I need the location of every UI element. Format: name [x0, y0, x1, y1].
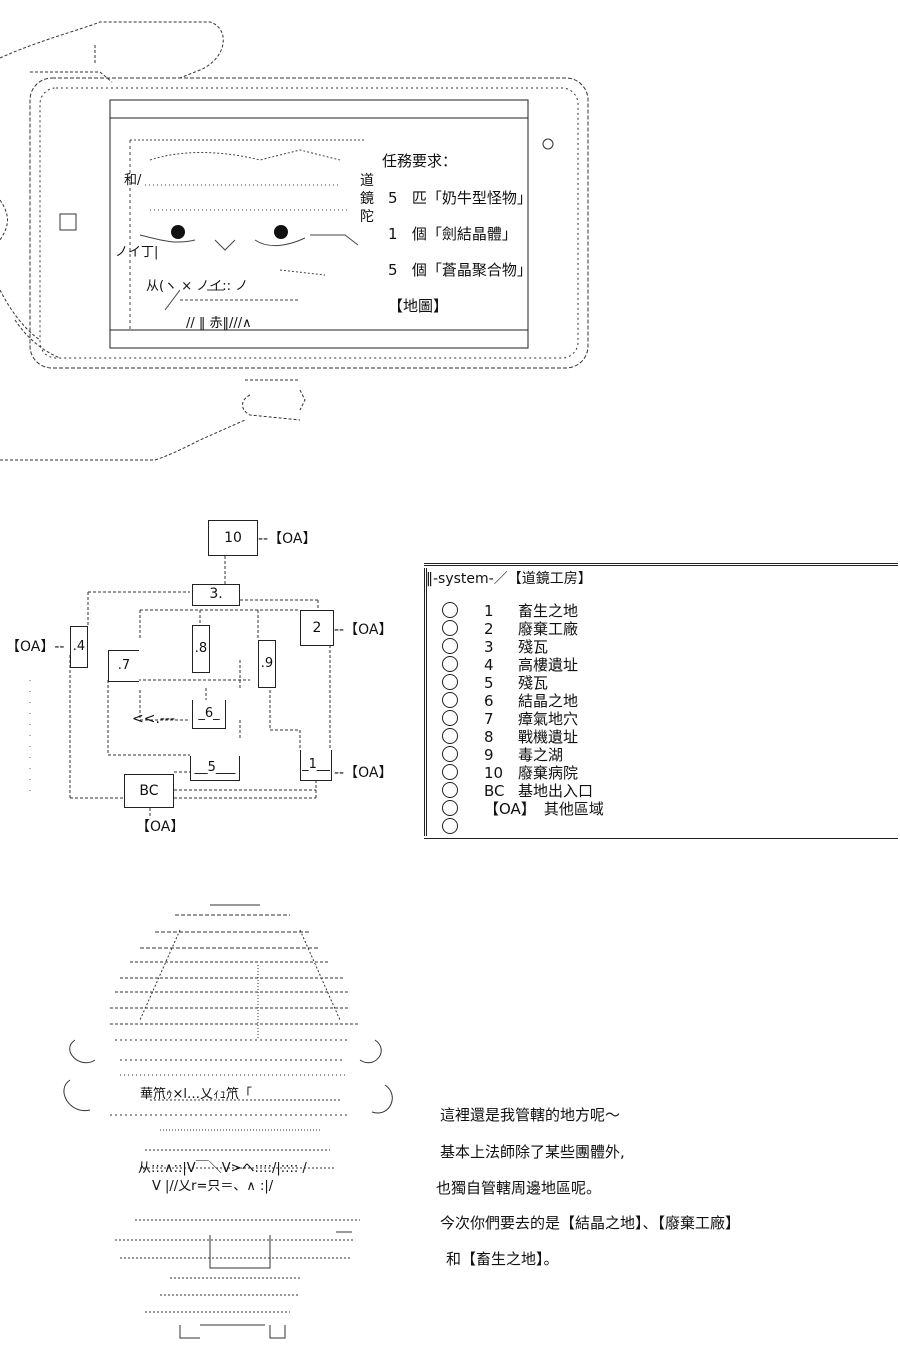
system-panel: ‖-system-／【道鏡工房】: [424, 563, 898, 839]
system-panel-rail: [424, 568, 431, 836]
map-node-6[interactable]: _6_: [192, 700, 226, 729]
char-art-text-1: 華笊ｩ×l…乂ｨｭ笊「: [140, 1087, 253, 1102]
circle-icon: [442, 692, 458, 708]
map-label: 【地圖】: [388, 297, 449, 315]
circle-icon: [442, 710, 458, 726]
map-node-3[interactable]: 3.: [192, 584, 240, 606]
map-back-arrow: <<.---: [132, 711, 176, 727]
circle-icon: [442, 818, 458, 834]
art-text-4: // ‖ 赤‖///∧: [186, 316, 252, 331]
mission-item-2: 1 個「劍結晶體」: [388, 225, 517, 243]
map-node-8[interactable]: .8: [192, 625, 210, 673]
dialogue-line-4: 今次你們要去的是【結晶之地】、【廢棄工廠】: [440, 1214, 741, 1232]
circle-icon: [442, 764, 458, 780]
circle-icon: [442, 728, 458, 744]
circle-icon: [442, 638, 458, 654]
mission-item-3: 5 個「蒼晶聚合物」: [388, 261, 532, 279]
art-text-2: ノイ丁|: [115, 245, 159, 260]
map-node-4[interactable]: .4: [70, 626, 88, 668]
device-art: [0, 21, 589, 461]
mission-item-1: 5 匹「奶牛型怪物」: [388, 189, 532, 207]
art-text-1: 和/: [124, 173, 142, 188]
map-node-7[interactable]: .7: [108, 650, 139, 682]
mission-title: 任務要求：: [382, 152, 458, 170]
map-node-1[interactable]: _1__: [300, 750, 332, 781]
system-header: ‖-system-／【道鏡工房】: [426, 571, 592, 587]
circle-icon: [442, 620, 458, 636]
map-oa-2[interactable]: --【OA】: [334, 622, 393, 638]
dialogue-line-1: 這裡還是我管轄的地方呢～: [440, 1106, 621, 1124]
map-node-2[interactable]: 2: [300, 610, 334, 646]
circle-icon: [442, 746, 458, 762]
map-node-bc[interactable]: BC: [124, 774, 174, 808]
circle-icon: [442, 656, 458, 672]
system-row-oa[interactable]: 【OA】其他區域: [442, 800, 604, 818]
map-oa-1[interactable]: --【OA】: [334, 765, 393, 781]
map-oa-4[interactable]: 【OA】--: [6, 639, 65, 655]
dialogue-line-2: 基本上法師除了某些團體外,: [440, 1143, 625, 1161]
map-connectors: [29, 556, 331, 818]
art-text-3: 从(ヽ × ノイ:: ノ: [146, 279, 249, 294]
vertical-label: 道 鏡 陀: [360, 173, 374, 225]
system-row-empty: [442, 818, 484, 836]
map-node-5[interactable]: __5___: [190, 756, 240, 781]
map-oa-bc[interactable]: 【OA】: [136, 819, 185, 835]
circle-icon: [442, 674, 458, 690]
dialogue-line-5: 和【畜生之地】。: [446, 1250, 559, 1268]
dialogue-line-3: 也獨自管轄周邊地區呢。: [436, 1179, 602, 1197]
map-node-9[interactable]: .9: [258, 640, 276, 688]
circle-icon: [442, 782, 458, 798]
char-art-text-2: V |//乂r=只＝、∧ :|/: [152, 1179, 274, 1194]
map-node-10[interactable]: 10: [208, 520, 258, 556]
circle-icon: [442, 602, 458, 618]
circle-icon: [442, 800, 458, 816]
map-oa-10[interactable]: --【OA】: [258, 531, 317, 547]
char-art-text-3: 从:::∧::|V￣＼V>ヘ::::/|:::: /: [138, 1161, 307, 1176]
